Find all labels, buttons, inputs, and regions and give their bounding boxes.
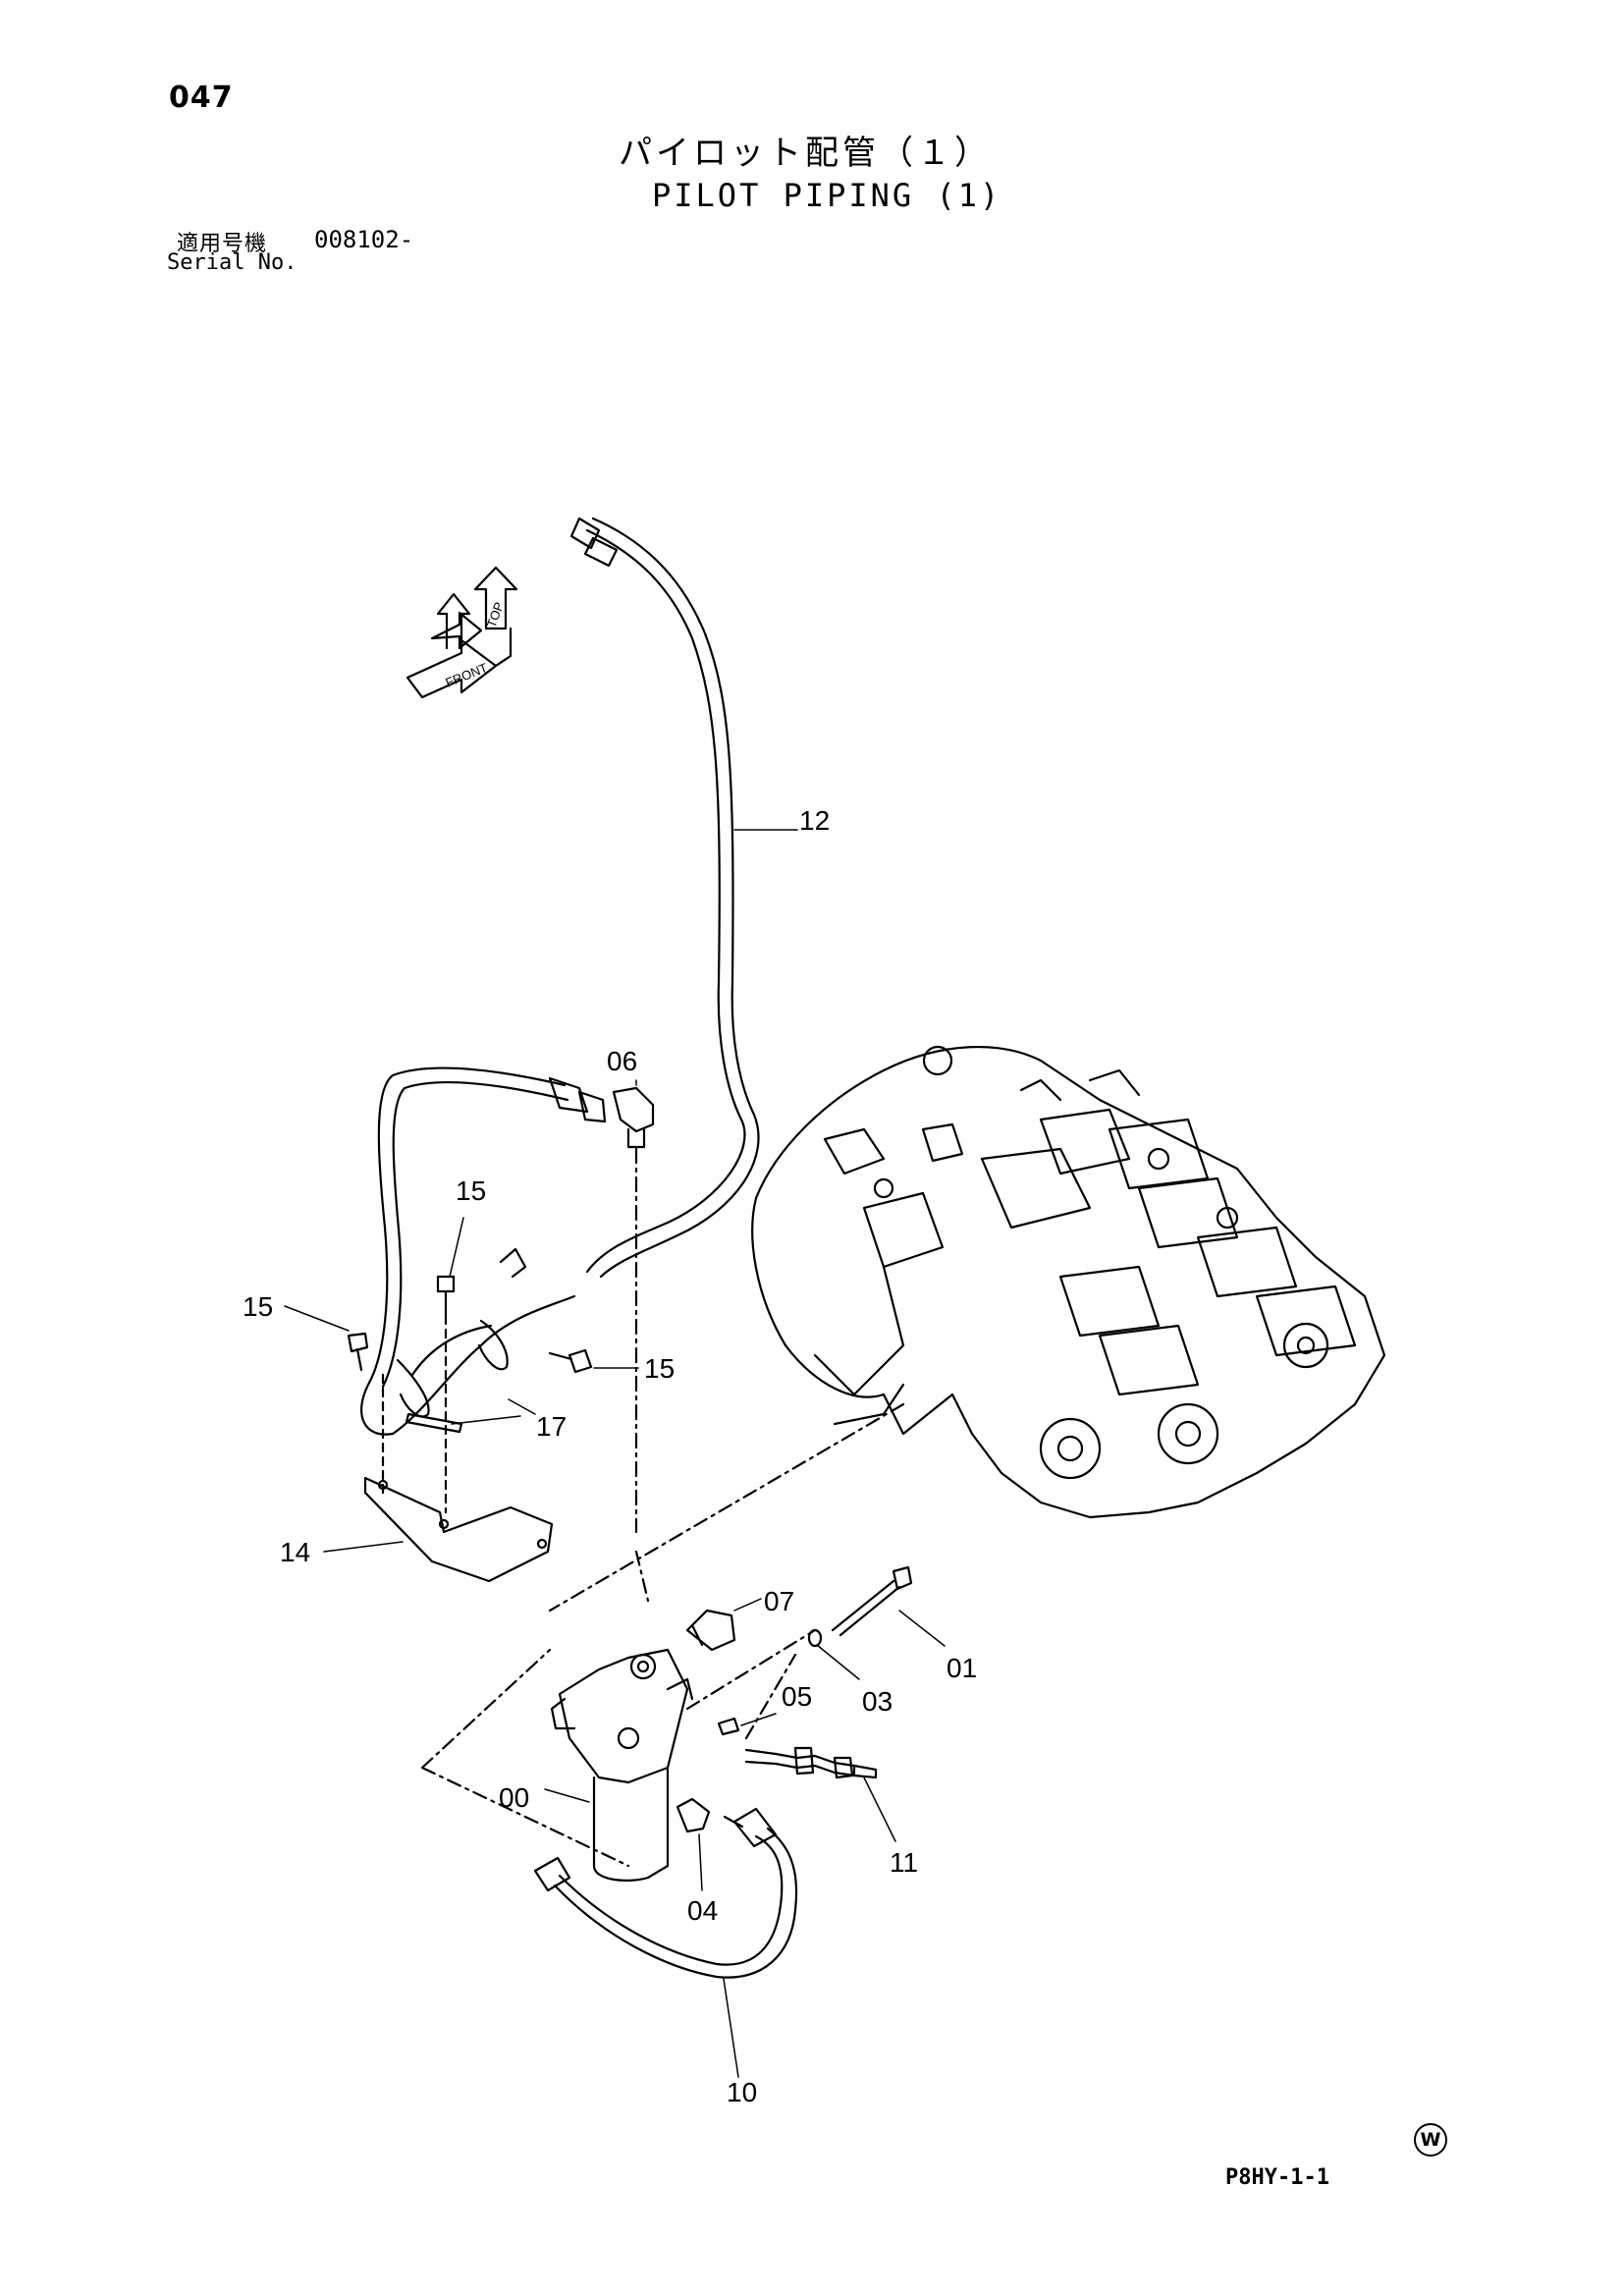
hose-10 (533, 1807, 798, 1979)
harness-11 (744, 1746, 878, 1779)
bolt-15-icons (347, 1275, 593, 1514)
front-label: FRONT (444, 660, 490, 690)
callout-14: 14 (280, 1537, 310, 1567)
callout-15a: 15 (456, 1175, 486, 1206)
serial-value: 008102- (314, 226, 414, 253)
bolt-01 (807, 1565, 913, 1648)
pump-assembly (751, 1045, 1386, 1519)
leader-lines (284, 829, 946, 2078)
plug-05 (717, 1717, 740, 1736)
footer-code: P8HY-1-1 (1225, 2165, 1329, 2190)
callout-01: 01 (947, 1653, 977, 1683)
callout-04: 04 (687, 1895, 718, 1926)
callout-00: 00 (499, 1782, 529, 1813)
elbow-06 (612, 1086, 655, 1534)
callout-07: 07 (764, 1586, 794, 1616)
callout-10: 10 (727, 2077, 757, 2107)
serial-label-english: Serial No. (167, 250, 298, 275)
callout-17: 17 (536, 1411, 567, 1442)
title-english: PILOT PIPING (1) (652, 177, 1002, 214)
callout-15b: 15 (243, 1291, 273, 1322)
callout-05: 05 (782, 1681, 812, 1712)
bracket-14 (363, 1476, 554, 1583)
orientation-arrows-icon: FRONT TOP (406, 566, 518, 699)
callout-06: 06 (607, 1046, 637, 1076)
callout-03: 03 (862, 1686, 893, 1717)
page-number: 047 (169, 81, 234, 115)
valve-00 (550, 1648, 694, 1882)
fitting-07 (685, 1609, 736, 1652)
callout-15c: 15 (644, 1353, 675, 1384)
pipe-12 (569, 517, 760, 1279)
callout-11: 11 (890, 1847, 918, 1878)
reference-lines (420, 1402, 905, 1868)
w-mark-icon: W (1414, 2123, 1447, 2157)
top-label: TOP (484, 600, 507, 629)
fitting-04 (676, 1797, 711, 1833)
hose-assembly (360, 1066, 607, 1436)
callout-12: 12 (799, 805, 830, 836)
serial-label-japanese: 適用号機 (177, 232, 268, 256)
title-japanese: パイロット配管（１） (619, 134, 992, 173)
